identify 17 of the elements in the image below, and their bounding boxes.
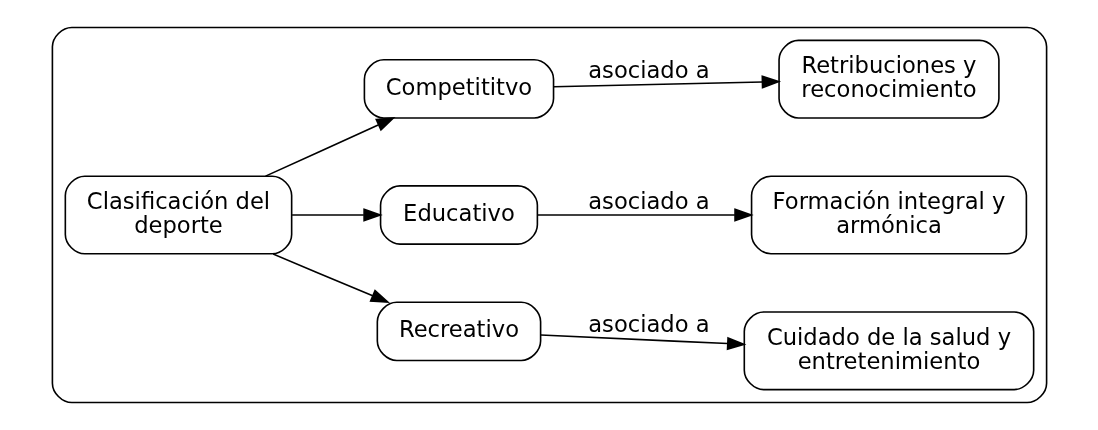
node-box: Cuidado de la salud y entretenimiento	[743, 311, 1034, 391]
arrow	[264, 117, 396, 177]
arrow	[536, 208, 754, 222]
node-box: Retribuciones y reconocimiento	[777, 39, 1000, 119]
node-box: Formación integral y armónica	[750, 175, 1027, 255]
edge-label: asociado a	[587, 187, 710, 214]
node-box: Educativo	[379, 185, 538, 245]
edge-label: asociado a	[587, 56, 710, 83]
cluster	[51, 26, 1047, 404]
node-box: Competititvo	[363, 59, 554, 119]
node-box: Recreativo	[376, 301, 541, 362]
arrow	[539, 334, 746, 351]
arrow	[290, 208, 383, 222]
node-box: Clasificación del deporte	[64, 175, 292, 255]
arrow	[552, 75, 781, 89]
arrow	[271, 253, 390, 304]
edge-label: asociado a	[587, 310, 710, 337]
